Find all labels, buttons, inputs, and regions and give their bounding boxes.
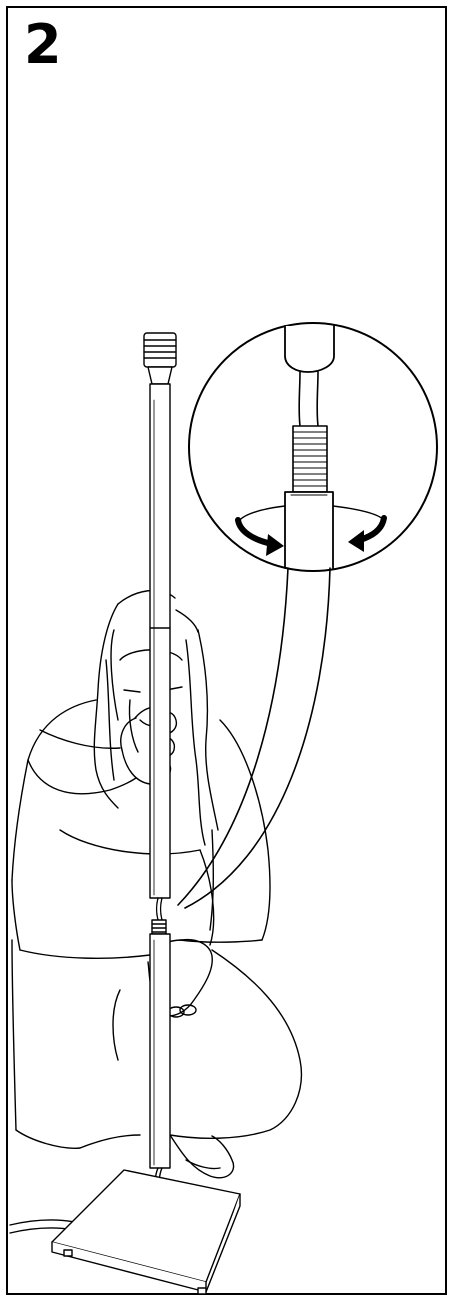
magnifier-circle-detail: [178, 323, 437, 908]
upper-pole-section: [150, 384, 170, 898]
lamp-pole: [144, 333, 176, 1226]
lamp-socket: [144, 333, 176, 367]
threaded-rod-detail: [293, 426, 327, 492]
lamp-base: [52, 1170, 240, 1294]
socket-base: [148, 367, 172, 384]
lower-pole-section: [150, 934, 170, 1168]
